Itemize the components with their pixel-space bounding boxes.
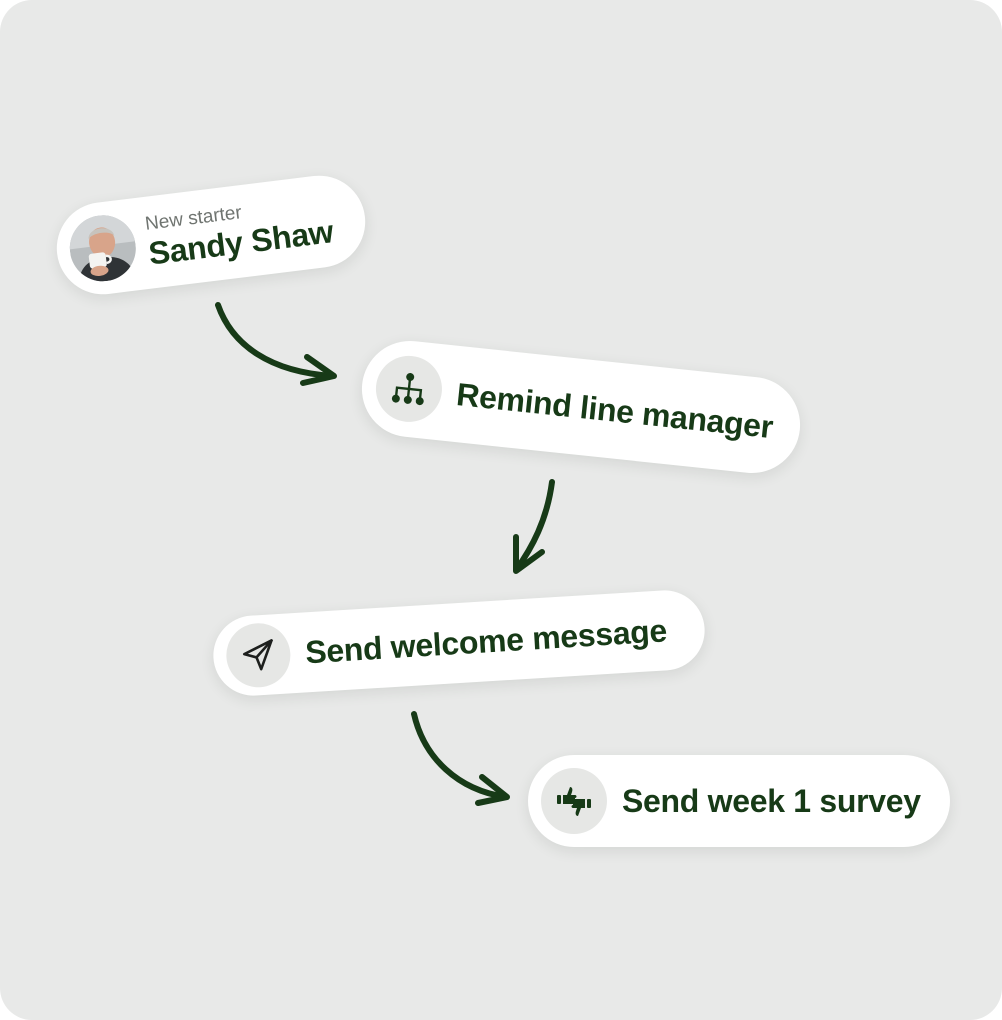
step-send-welcome-message[interactable]: Send welcome message [211, 588, 707, 698]
thumbs-up-down-icon [541, 768, 607, 834]
step-label: Send week 1 survey [622, 782, 921, 819]
arrow-connector-2 [513, 479, 555, 574]
new-starter-card[interactable]: New starter Sandy Shaw [51, 170, 371, 300]
org-chart-icon [372, 352, 446, 426]
step-label: Remind line manager [454, 375, 775, 445]
avatar [66, 211, 140, 286]
arrow-connector-1 [215, 302, 337, 386]
step-send-week-1-survey[interactable]: Send week 1 survey [528, 755, 950, 847]
arrow-connector-3 [411, 711, 510, 806]
step-remind-line-manager[interactable]: Remind line manager [357, 336, 805, 478]
paper-plane-icon [224, 621, 293, 690]
step-label: Send welcome message [304, 611, 668, 670]
